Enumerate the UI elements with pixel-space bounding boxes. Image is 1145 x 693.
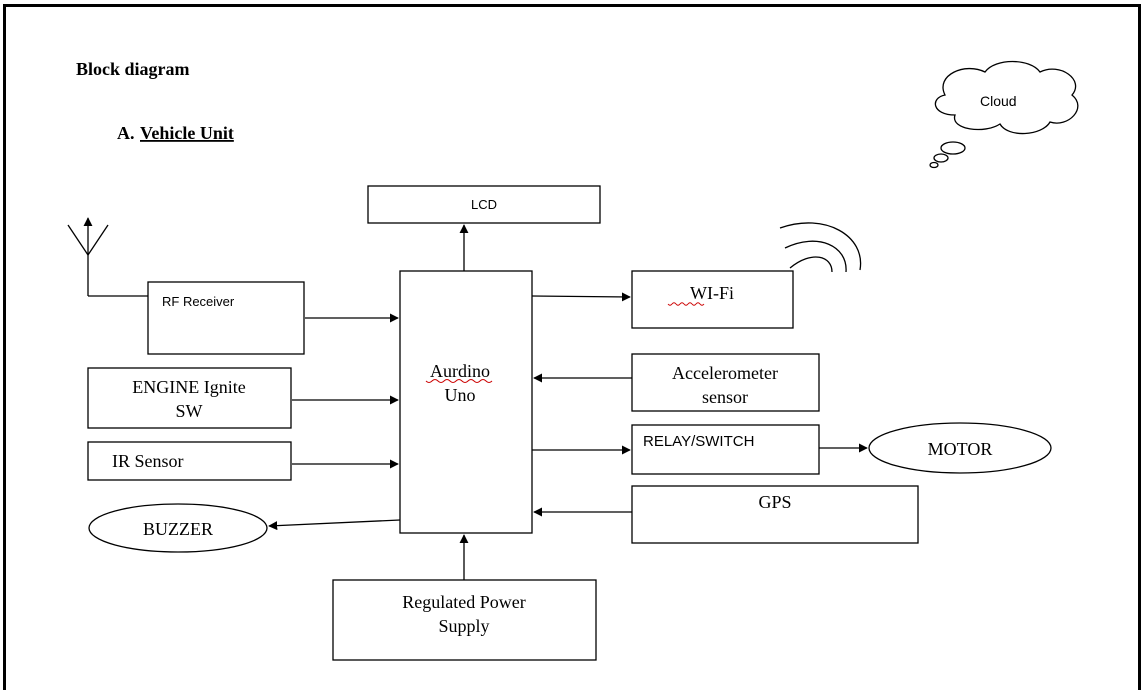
spellcheck-underline <box>425 379 493 383</box>
gps-block <box>631 485 919 544</box>
cloud-icon <box>929 60 1079 169</box>
accelerometer-block <box>631 353 820 412</box>
ir-sensor-label: IR Sensor <box>112 451 184 471</box>
motor-label: MOTOR <box>928 439 993 459</box>
gps-label: GPS <box>758 492 791 512</box>
spellcheck-underline-wifi <box>667 302 705 306</box>
accelerometer-label-line2: sensor <box>702 387 748 407</box>
section-prefix: A. <box>117 123 135 143</box>
engine-label-line2: SW <box>176 401 203 421</box>
relay-switch-block <box>631 424 820 475</box>
cloud-label: Cloud <box>980 93 1017 109</box>
accelerometer-label-line1: Accelerometer <box>672 363 778 383</box>
buzzer-block <box>88 503 268 553</box>
arduino-to-wifi-arrow <box>531 292 631 302</box>
relay-switch-label: RELAY/SWITCH <box>643 433 754 450</box>
engine-ignite-block <box>87 367 292 429</box>
engine-label-line1: ENGINE Ignite <box>132 377 245 397</box>
diagram-heading: Block diagram <box>76 59 190 79</box>
arduino-to-buzzer-arrow <box>268 519 401 531</box>
antenna-icon <box>67 217 109 296</box>
power-supply-label-line2: Supply <box>438 616 489 636</box>
arduino-label-line2: Uno <box>445 385 476 405</box>
ir-sensor-block <box>87 441 292 481</box>
section-title: Vehicle Unit <box>140 123 234 143</box>
buzzer-label: BUZZER <box>143 519 213 539</box>
wifi-signal-icon <box>779 222 862 273</box>
lcd-label: LCD <box>471 197 497 212</box>
rf-receiver-label: RF Receiver <box>162 294 235 309</box>
arduino-label-line1: Aurdino <box>430 361 490 381</box>
wifi-block <box>631 270 794 329</box>
power-supply-block <box>332 579 597 661</box>
arduino-uno-block <box>399 270 533 534</box>
rf-receiver-block <box>147 281 305 355</box>
wifi-label: WI-Fi <box>690 283 734 303</box>
motor-block <box>868 422 1052 474</box>
lcd-block <box>367 185 601 224</box>
power-supply-label-line1: Regulated Power <box>402 592 525 612</box>
